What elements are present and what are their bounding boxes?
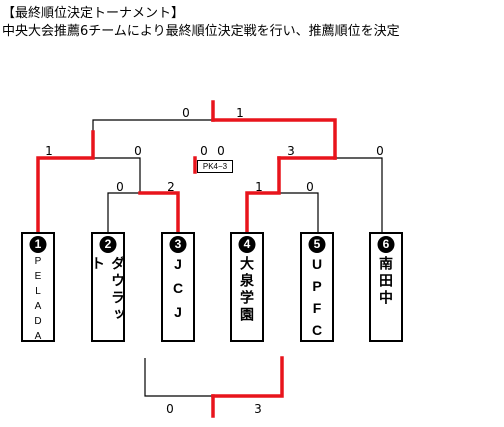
score-third-left: 0 <box>200 144 208 158</box>
winner-path-4 <box>245 156 281 234</box>
seed-badge: 4 <box>238 236 256 253</box>
score-first-45-b: 0 <box>306 180 314 194</box>
team-box-4: 4 大泉学園 <box>230 232 264 342</box>
score-semi-left-2: 0 <box>134 144 142 158</box>
score-third-right: 0 <box>217 144 225 158</box>
team-name: 大泉学園 <box>239 256 255 324</box>
score-semi-right-1: 3 <box>287 144 295 158</box>
score-semi-left-1: 1 <box>45 144 53 158</box>
final-left-arm <box>92 119 213 132</box>
pk-note: PK4−3 <box>197 160 233 173</box>
team-box-3: 3 JCJ <box>161 232 195 342</box>
team-box-6: 6 南田中 <box>369 232 403 342</box>
team-name: UPFC <box>309 256 325 344</box>
team-box-5: 5 UPFC <box>300 232 334 344</box>
team-name: PELADA <box>32 256 44 346</box>
winner-path-1 <box>36 130 95 234</box>
winner-path-3 <box>138 191 180 234</box>
final-right-red <box>211 118 337 160</box>
bottom-left-arm <box>144 358 213 397</box>
team-box-1: 1 PELADA <box>21 232 55 346</box>
team-name: JCJ <box>170 256 186 328</box>
team-box-2: 2 ダウラット <box>90 232 126 342</box>
semi-left-branch <box>93 157 141 193</box>
first-45-branch <box>278 158 319 232</box>
score-first-23-a: 0 <box>116 180 124 194</box>
seed-badge: 5 <box>308 236 326 253</box>
seed-badge: 3 <box>169 236 187 253</box>
score-bottom-left: 0 <box>166 402 174 416</box>
team-name: 南田中 <box>378 256 394 307</box>
page-title: 【最終順位決定トーナメント】 <box>2 6 185 21</box>
seed-badge: 1 <box>29 236 47 253</box>
score-first-23-b: 2 <box>167 180 175 194</box>
page-subtitle: 中央大会推薦6チームにより最終順位決定戦を行い、推薦順位を決定 <box>2 24 400 39</box>
seed-badge: 6 <box>377 236 395 253</box>
bottom-right-red <box>211 356 284 398</box>
score-bottom-right: 3 <box>254 402 262 416</box>
seed-badge: 2 <box>99 236 117 253</box>
score-semi-right-2: 0 <box>376 144 384 158</box>
score-first-45-a: 1 <box>255 180 263 194</box>
score-final-left: 0 <box>182 106 190 120</box>
score-final-right: 1 <box>236 106 244 120</box>
semi-right-branch <box>335 157 383 232</box>
team-name: ダウラット <box>90 256 126 324</box>
